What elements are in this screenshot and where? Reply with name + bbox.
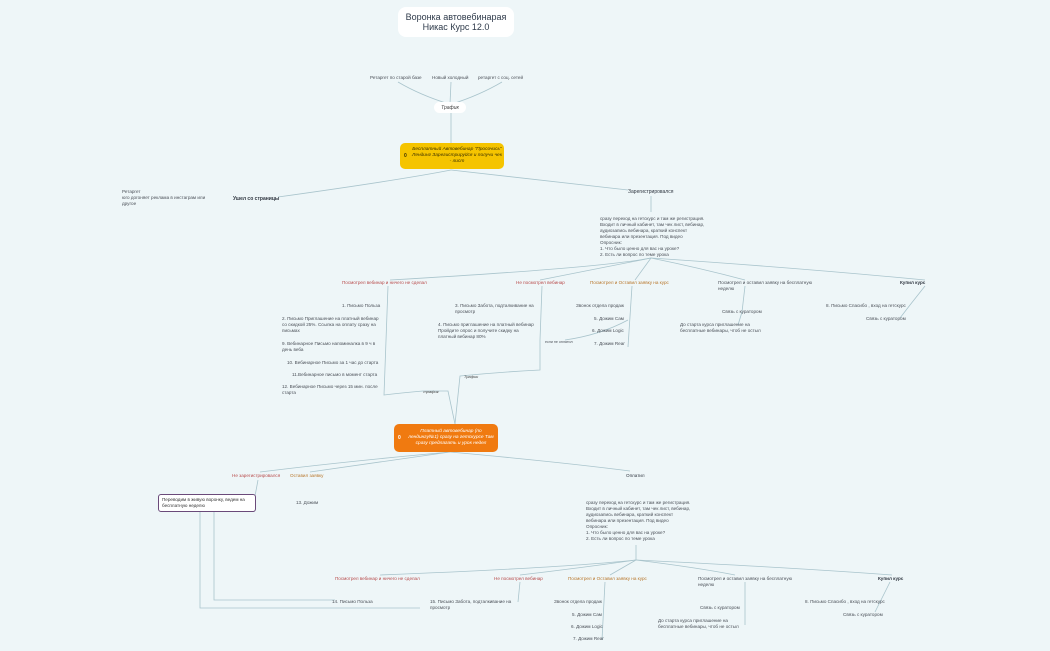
outcome-item: Связь с куратором (866, 316, 906, 321)
hub-number: 0 (398, 434, 401, 441)
paid-right-label: Оплатил (626, 473, 645, 478)
outcome-item: 5. Дожим Сам (572, 612, 602, 617)
outcome-item: 9. Вебинарное Письмо напоминалка в 9 ч в… (282, 341, 376, 352)
outcome-item: 2. Письмо Приглашение на платный вебинар… (282, 316, 379, 333)
outcome-item: 12. Вебинарное Письмо через 15 мин. посл… (282, 384, 378, 395)
right-branch-note: сразу переход на гетскурс и там же регис… (600, 216, 705, 257)
outcome-label: Купил курс (878, 576, 904, 581)
source-node: ретаргет с соц. сетей (478, 75, 524, 80)
outcome-label: Посмотрел и оставил заявку на бесплатную… (698, 576, 793, 587)
outcome-item: Связь с куратором (700, 605, 740, 610)
outcome-item: Звонок отдела продаж (576, 303, 624, 308)
outcome-item: 6. Дожим Logic (592, 328, 624, 333)
outcome-item: До старта курса приглашение на бесплатны… (680, 322, 761, 333)
outcome-item: Звонок отдела продаж (554, 599, 602, 604)
outcome-label: Посмотрел и Оставил заявку на курс (590, 280, 669, 285)
outcome-item: 3. Письмо Забота, подталкивание на просм… (455, 303, 534, 314)
outcome-item: 7. Дожим Rear (573, 636, 604, 641)
outcome-item: 6. Дожим Logic (571, 624, 603, 629)
source-node: Новый холодный (432, 75, 469, 80)
outcome-item: До старта курса приглашение на бесплатны… (658, 618, 739, 629)
right-branch-label: Зарегистрировался (628, 189, 674, 195)
page-title: Воронка автовебинарая Никас Курс 12.0 (398, 7, 514, 37)
outcome-item: 1. Письмо Польза (342, 303, 381, 308)
outcome-item: 15. Письмо Забота, подталкивание на прос… (430, 599, 512, 610)
free-webinar-hub: 0 Бесплатный Автовебинар "Просочись" Лен… (400, 143, 504, 169)
paid-webinar-hub: 0 Платный автовебинар (по лендингу№1) ср… (394, 424, 498, 452)
outcome-label: Не посмотрел вебинар (516, 280, 565, 285)
outcome-item: 8. Письмо Спасибо , вход на гетскурс (826, 303, 906, 308)
title-line1: Воронка автовебинарая (405, 11, 507, 22)
paid-left-label: Не зарегистрировался (232, 473, 281, 478)
title-line2: Никас Курс 12.0 (422, 22, 490, 32)
outcome-item: Связь с куратором (722, 309, 762, 314)
outcome-item: 10. Вебинарное Письмо за 1 час до старта (287, 360, 379, 365)
source-node: Ретаргет по старой базе (370, 75, 422, 80)
outcome-item: 5. Дожим Сам (594, 316, 624, 321)
aside-note: если не оплатил (545, 340, 573, 344)
hub-text: Бесплатный Автовебинар "Просочись" Ленди… (412, 147, 502, 164)
outcome-item: 7. Дожим Rear (594, 341, 625, 346)
outcome-item: 11.Вебинарное письмо в момент старта (292, 372, 378, 377)
outcome-label: Посмотрел и Оставил заявку на курс (568, 576, 647, 581)
paid-mid-label: Оставил заявку (290, 473, 324, 478)
outcome-item: 4. Письмо приглашение на платный вебинар… (438, 322, 534, 339)
outcome-item: Связь с куратором (843, 612, 883, 617)
paid-mid-note: 13. Дожим (296, 500, 319, 505)
hub-text: Платный автовебинар (по лендингу№1) сраз… (408, 429, 494, 446)
left-branch-note: Ретаргет юго догоняет реклама в инстагра… (122, 189, 206, 206)
outcome-label: Не посмотрел вебинар (494, 576, 543, 581)
outcome-label: Посмотрел вебинар и ничего не сделал (342, 280, 427, 285)
traffic-node: Трафик (463, 374, 479, 379)
left-branch-label: Ушел со страницы (233, 196, 280, 202)
outcome-item: 14. Письмо Польза (332, 599, 373, 604)
outcome-item: 8. Письмо Спасибо , вход на гетскурс (805, 599, 885, 604)
paid-left-box: Переводим в живую воронку, ведем на бесп… (158, 494, 256, 512)
traffic-node: Трафик (434, 102, 466, 113)
hub-number: 0 (404, 152, 407, 159)
outcome-label: Посмотрел вебинар и ничего не сделал (335, 576, 420, 581)
outcome-label: Посмотрел и оставил заявку на бесплатную… (718, 280, 813, 291)
traffic-node: трафик (423, 389, 439, 394)
outcome-label: Купил курс (900, 280, 926, 285)
paid-right-note: сразу переход на гетскурс и там же регис… (586, 500, 691, 541)
